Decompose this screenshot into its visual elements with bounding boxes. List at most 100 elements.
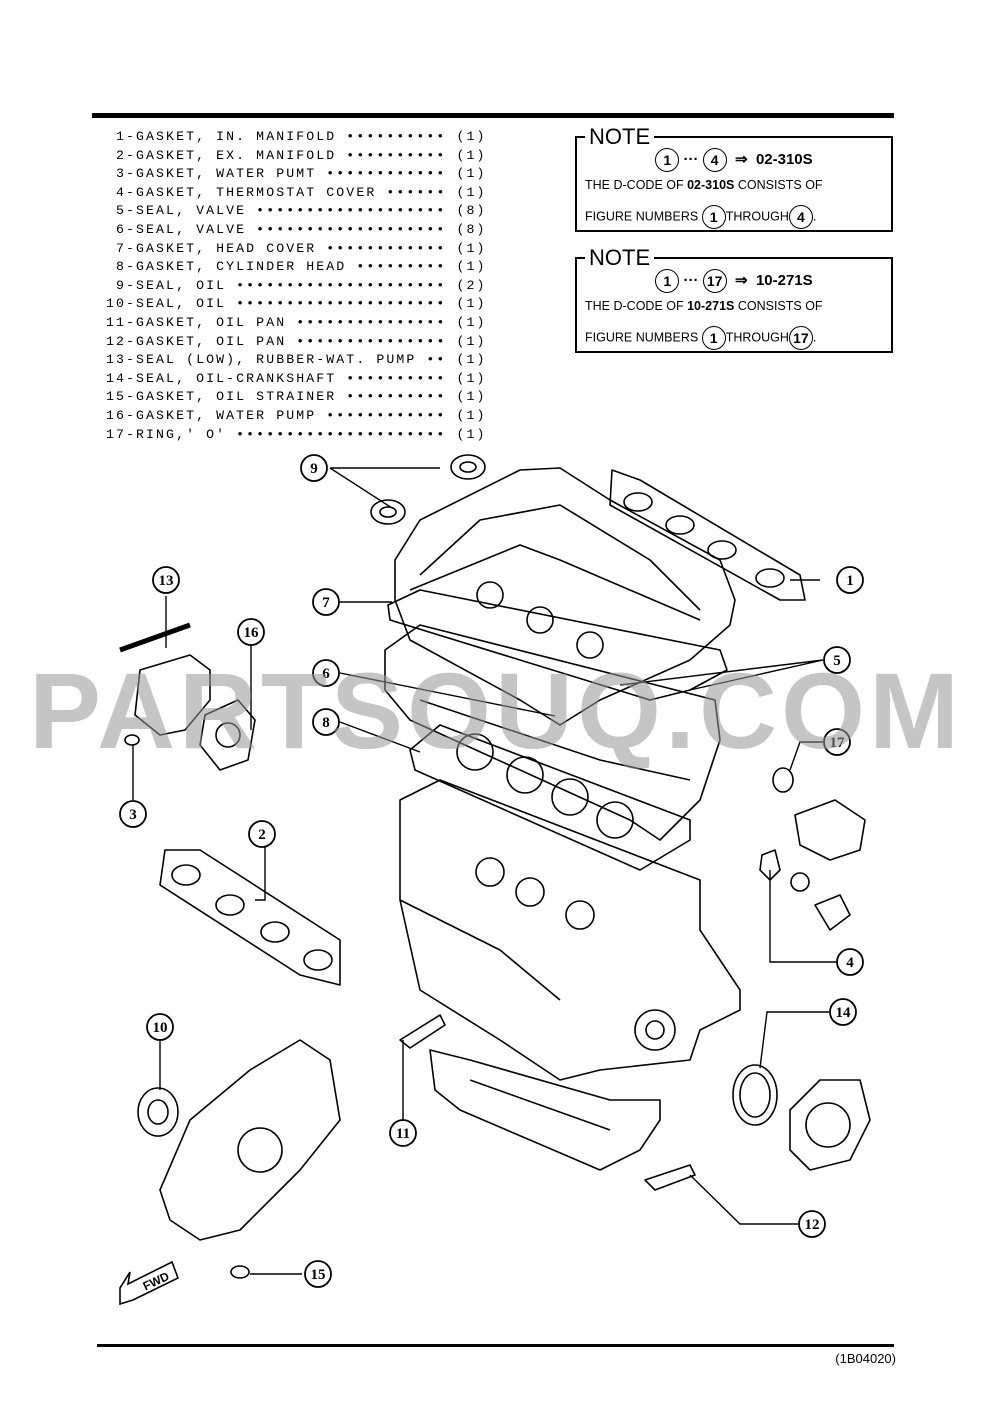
leader-dots: •••••••••••• bbox=[316, 407, 457, 423]
part-quantity: (1) bbox=[456, 184, 487, 200]
parts-list-row: 16-GASKET, WATER PUMP •••••••••••• (1) bbox=[96, 407, 566, 426]
callout-6: 6 bbox=[312, 659, 340, 687]
intake-gasket-drawing bbox=[609, 469, 806, 601]
callout-circle bbox=[248, 820, 276, 848]
ellipsis: ··· bbox=[683, 271, 699, 289]
callout-circle bbox=[312, 588, 340, 616]
part-quantity: (1) bbox=[456, 426, 487, 442]
callout-12: 12 bbox=[798, 1210, 826, 1238]
note-text: . bbox=[812, 330, 817, 345]
callout-circle bbox=[389, 1119, 417, 1147]
dcode: 02-310S bbox=[687, 178, 735, 192]
part-number: 14 bbox=[105, 370, 126, 386]
part-quantity: (1) bbox=[456, 370, 487, 386]
part-name: GASKET, OIL PAN bbox=[136, 333, 287, 349]
callout-circle: 1 bbox=[655, 148, 680, 172]
callout-circle bbox=[798, 1210, 826, 1238]
part-number: 15 bbox=[105, 389, 126, 405]
part-number: 1 bbox=[115, 129, 126, 144]
part-number: 6 bbox=[115, 221, 126, 237]
callout-9: 9 bbox=[300, 454, 328, 482]
note-text: THE D-CODE OF bbox=[585, 299, 684, 313]
separator: - bbox=[126, 407, 137, 423]
callout-4: 4 bbox=[836, 948, 864, 976]
callout-circle bbox=[312, 659, 340, 687]
part-number: 4 bbox=[115, 184, 126, 200]
callout-number: 4 bbox=[846, 955, 854, 971]
callout-circle bbox=[146, 1013, 174, 1041]
separator: - bbox=[126, 129, 137, 144]
parts-list-row: 4-GASKET, THERMOSTAT COVER •••••• (1) bbox=[96, 184, 566, 203]
callout-number: 6 bbox=[322, 666, 330, 682]
leader-dots: •• bbox=[416, 352, 457, 368]
callout-8: 8 bbox=[312, 708, 340, 736]
note-title: NOTE bbox=[585, 245, 655, 271]
callout-13: 13 bbox=[152, 566, 180, 594]
leader-dots: ••••••••••••••••••• bbox=[246, 221, 457, 237]
ellipsis: ··· bbox=[683, 150, 699, 168]
head-gasket-drawing bbox=[409, 724, 691, 871]
note-text: CONSISTS OF bbox=[737, 299, 823, 313]
part-quantity: (1) bbox=[456, 333, 487, 349]
callout-circle bbox=[829, 998, 857, 1026]
parts-list-row: 7-GASKET, HEAD COVER •••••••••••• (1) bbox=[96, 240, 566, 259]
part-name: GASKET, WATER PUMT bbox=[136, 166, 317, 182]
callout-1: 1 bbox=[836, 566, 864, 594]
parts-list-row: 12-GASKET, OIL PAN ••••••••••••••• (1) bbox=[96, 333, 566, 352]
part-number: 17 bbox=[105, 426, 126, 442]
part-number: 2 bbox=[115, 147, 126, 163]
parts-list-row: 9-SEAL, OIL ••••••••••••••••••••• (2) bbox=[96, 277, 566, 296]
part-quantity: (8) bbox=[456, 203, 487, 219]
callout-number: 1 bbox=[846, 573, 854, 589]
note-range: 1 ··· 17 ⇒ 10-271S bbox=[577, 269, 891, 293]
part-quantity: (1) bbox=[456, 314, 487, 330]
separator: - bbox=[126, 221, 137, 237]
arrow-icon: ⇒ bbox=[735, 150, 748, 168]
part-number: 10 bbox=[105, 296, 126, 312]
exhaust-gasket-drawing bbox=[159, 849, 341, 986]
callout-number: 8 bbox=[322, 715, 330, 731]
leader-dots: ••••••••••••••••••• bbox=[246, 203, 457, 219]
callout-10: 10 bbox=[146, 1013, 174, 1041]
note-text: THE D-CODE OF bbox=[585, 178, 684, 192]
parts-list-row: 11-GASKET, OIL PAN ••••••••••••••• (1) bbox=[96, 314, 566, 333]
callout-circle bbox=[152, 566, 180, 594]
bottom-rule bbox=[97, 1344, 894, 1347]
callout-number: 14 bbox=[836, 1005, 852, 1021]
callout-14: 14 bbox=[829, 998, 857, 1026]
leader-dots: ••••••••••••••• bbox=[286, 333, 457, 349]
note-text: THROUGH bbox=[725, 330, 789, 345]
part-name: GASKET, OIL STRAINER bbox=[136, 389, 337, 405]
separator: - bbox=[126, 333, 137, 349]
parts-list-row: 3-GASKET, WATER PUMT •••••••••••• (1) bbox=[96, 165, 566, 184]
watermark: PARTSOUQ.COM bbox=[29, 650, 963, 771]
part-number: 7 bbox=[115, 240, 126, 256]
part-name: SEAL, OIL bbox=[136, 296, 227, 312]
part-name: RING,' O' bbox=[136, 426, 227, 442]
callout-circle bbox=[823, 646, 851, 674]
callout-15: 15 bbox=[304, 1260, 332, 1288]
dcode: 10-271S bbox=[755, 271, 813, 289]
leader-dots: ••••••••• bbox=[346, 259, 457, 275]
parts-list-row: 5-SEAL, VALVE ••••••••••••••••••• (8) bbox=[96, 202, 566, 221]
note-text: CONSISTS OF bbox=[737, 178, 823, 192]
callout-7: 7 bbox=[312, 588, 340, 616]
separator: - bbox=[126, 296, 137, 312]
part-name: GASKET, CYLINDER HEAD bbox=[136, 259, 347, 275]
separator: - bbox=[126, 203, 137, 219]
note-box-1: NOTE 1 ··· 4 ⇒ 02-310S THE D-CODE OF 02-… bbox=[575, 124, 893, 232]
head-cover-drawing bbox=[394, 467, 736, 726]
callout-circle bbox=[304, 1260, 332, 1288]
note-text: . bbox=[812, 209, 817, 224]
separator: - bbox=[126, 147, 137, 163]
separator: - bbox=[126, 370, 137, 386]
callout-circle: 17 bbox=[702, 269, 727, 293]
part-number: 12 bbox=[105, 333, 126, 349]
callout-circle bbox=[119, 800, 147, 828]
parts-list-row: 13-SEAL (LOW), RUBBER-WAT. PUMP •• (1) bbox=[96, 351, 566, 370]
part-number: 3 bbox=[115, 166, 126, 182]
callout-number: 5 bbox=[833, 653, 841, 669]
note-text: FIGURE NUMBERS bbox=[585, 209, 699, 224]
